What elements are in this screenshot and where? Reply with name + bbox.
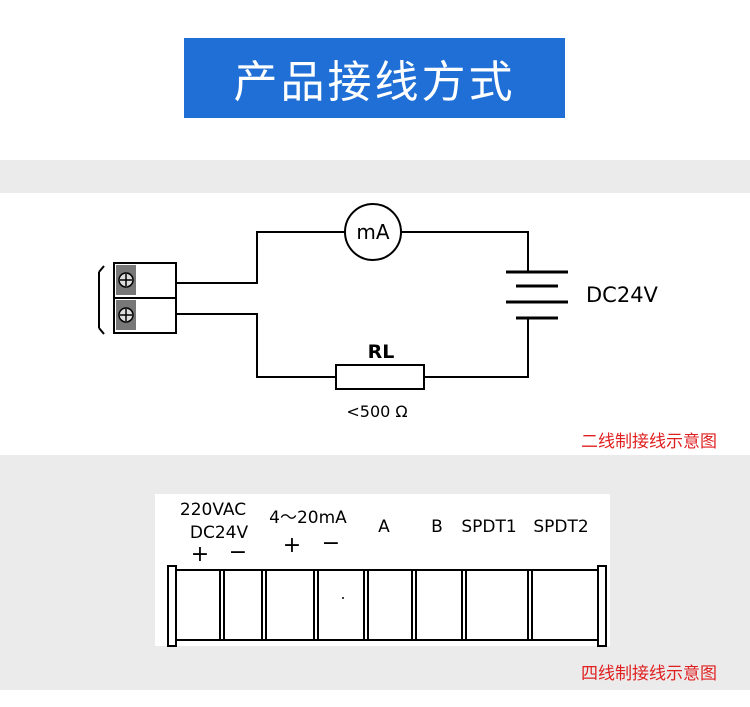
ammeter-icon [344,203,402,261]
ammeter-label: mA [356,220,389,244]
two-wire-caption: 二线制接线示意图 [581,432,717,452]
power-label-220vac: 220VAC [180,500,246,520]
supply-label: DC24V [586,283,659,307]
a-label: A [378,517,390,537]
signal-plus-sign: + [283,533,301,558]
resistor-label: RL [368,341,395,363]
power-plus-sign: + [191,542,209,567]
spdt2-label: SPDT2 [533,517,588,537]
terminal-block [98,262,177,335]
circuit-wires [176,231,529,378]
signal-minus-sign: − [322,531,340,556]
power-label-dc24v: DC24V [190,523,249,543]
resistor-value: <500 Ω [346,402,407,421]
b-label: B [431,517,443,537]
spdt1-label: SPDT1 [461,517,516,537]
page-title: 产品接线方式 [184,38,565,118]
power-minus-sign: − [229,540,247,565]
resistor-icon [335,364,425,390]
four-wire-caption: 四线制接线示意图 [581,664,717,684]
terminal-strip [167,565,607,647]
battery-icon [506,270,568,320]
signal-label: 4～20mA [269,508,347,528]
